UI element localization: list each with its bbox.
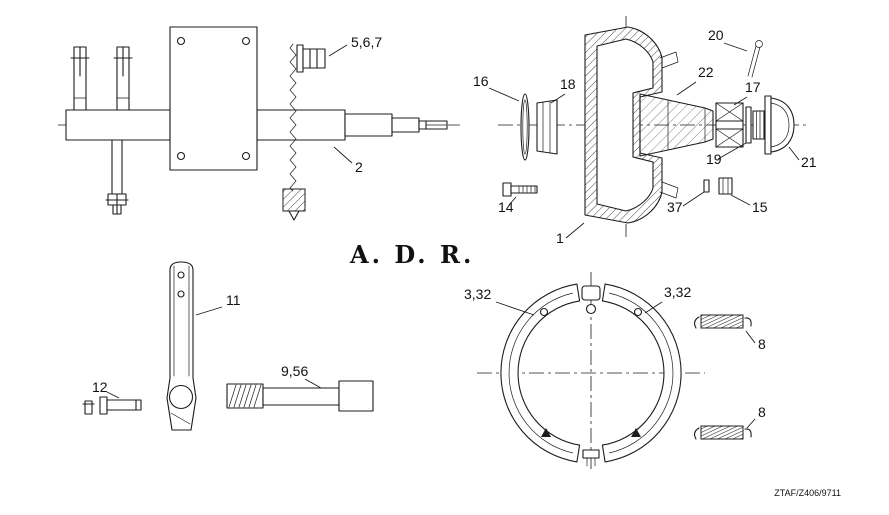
- leader-return-spring-top: [745, 330, 756, 344]
- callout-brake-shoe-right: 3,32: [664, 284, 691, 300]
- hub-drum-assembly-drawing: [498, 16, 808, 237]
- leader-lever-arm-11: [195, 306, 223, 316]
- leader-camshaft-9-56: [304, 378, 322, 389]
- callout-brake-shoe-left: 3,32: [464, 286, 491, 302]
- callout-kingpin-kit: 5,6,7: [351, 34, 382, 50]
- callout-hub-cap-21: 21: [801, 154, 817, 170]
- callout-bolt-14: 14: [498, 199, 514, 215]
- brake-shoes-drawing: [477, 272, 705, 472]
- leader-hub-cap-21: [788, 146, 800, 161]
- callout-washer-16: 16: [473, 73, 489, 89]
- leader-seal-18: [550, 93, 566, 104]
- callout-lever-arm-11: 11: [226, 292, 241, 308]
- callout-pin-12: 12: [92, 379, 108, 395]
- leader-hub-cone-22: [676, 81, 697, 96]
- callout-return-spring-top: 8: [758, 336, 766, 352]
- camshaft-drawing: [226, 380, 374, 412]
- leader-bearing-17: [733, 96, 748, 106]
- axle-beam-assembly-drawing: [58, 26, 460, 221]
- brand-title: A. D. R.: [349, 240, 474, 269]
- callout-hub-cone-22: 22: [698, 64, 714, 80]
- callout-brake-drum-1: 1: [556, 230, 564, 246]
- leader-washer-19: [717, 142, 747, 160]
- callout-nut-15: 15: [752, 199, 768, 215]
- leader-brake-shoe-right: [644, 301, 663, 314]
- leader-nut-15: [730, 194, 751, 206]
- leader-pin-12: [106, 391, 120, 399]
- callout-bearing-17: 17: [745, 79, 761, 95]
- leader-axle-beam: [333, 146, 353, 164]
- callout-axle-beam: 2: [355, 159, 363, 175]
- leader-bolt-14: [508, 196, 517, 206]
- pin-drawing: [82, 396, 142, 415]
- callout-washer-19: 19: [706, 151, 722, 167]
- callout-return-spring-bottom: 8: [758, 404, 766, 420]
- leader-return-spring-bottom: [746, 418, 756, 429]
- leader-brake-drum-1: [565, 222, 585, 239]
- callout-cotter-pin-20: 20: [708, 27, 724, 43]
- leader-brake-shoe-left: [495, 301, 535, 316]
- leader-cotter-pin-20: [723, 42, 748, 52]
- document-code: ZTAF/Z406/9711: [774, 488, 841, 498]
- callout-camshaft-9-56: 9,56: [281, 363, 308, 379]
- leader-washer-37: [682, 191, 705, 207]
- callout-washer-37: 37: [667, 199, 683, 215]
- leader-washer-16: [488, 87, 520, 102]
- callout-seal-18: 18: [560, 76, 576, 92]
- lever-arm-drawing: [166, 261, 197, 431]
- return-spring-top-drawing: [693, 314, 752, 329]
- leader-kingpin-kit: [328, 44, 348, 57]
- return-spring-bottom-drawing: [693, 425, 752, 440]
